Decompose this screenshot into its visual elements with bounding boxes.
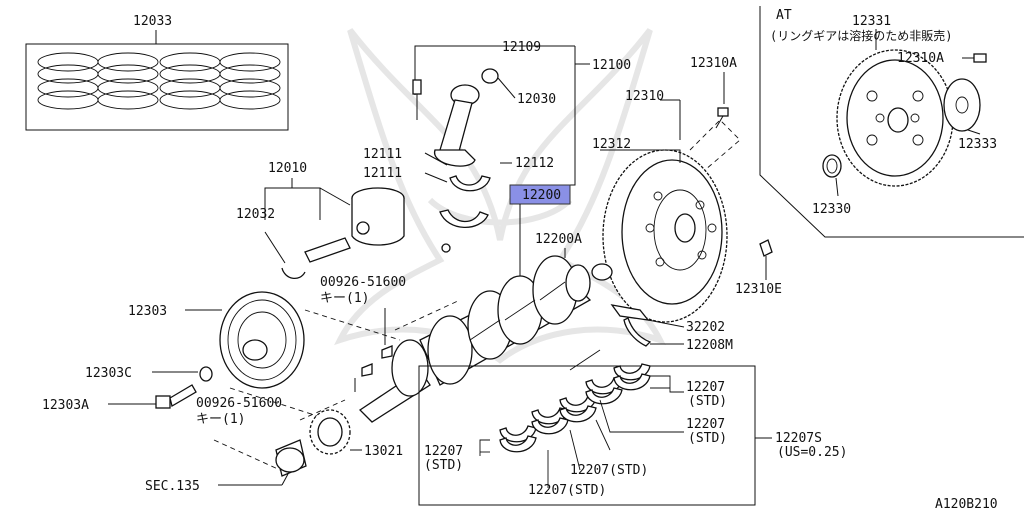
reinforcement-plate-12333[interactable] bbox=[943, 78, 981, 135]
label-at-note: (リングギアは溶接のため非販売) bbox=[770, 28, 952, 43]
assembly-guide-lines bbox=[213, 119, 741, 471]
label-12200[interactable]: 12200 bbox=[522, 188, 561, 203]
label-12109[interactable]: 12109 bbox=[502, 40, 541, 55]
label-us025[interactable]: (US=0.25) bbox=[777, 445, 847, 460]
label-at: AT bbox=[776, 8, 792, 23]
at-section bbox=[759, 6, 1024, 238]
label-12207-1[interactable]: 12207 bbox=[686, 380, 725, 395]
label-12310A-at[interactable]: 12310A bbox=[897, 51, 944, 66]
label-12111-b[interactable]: 12111 bbox=[363, 166, 402, 181]
thrust-washer-12208M[interactable] bbox=[623, 317, 684, 347]
label-std-2[interactable]: (STD) bbox=[688, 431, 727, 446]
label-12111-a[interactable]: 12111 bbox=[363, 147, 402, 162]
label-12310A[interactable]: 12310A bbox=[690, 56, 737, 71]
label-12207-3[interactable]: 12207 bbox=[424, 444, 463, 459]
label-12333[interactable]: 12333 bbox=[958, 137, 997, 152]
crankshaft[interactable] bbox=[358, 255, 592, 423]
label-12303A[interactable]: 12303A bbox=[42, 398, 89, 413]
crank-pulley[interactable] bbox=[185, 291, 305, 389]
label-00926-b[interactable]: 00926-51600 bbox=[196, 396, 282, 411]
label-12208M[interactable]: 12208M bbox=[686, 338, 733, 353]
label-12032[interactable]: 12032 bbox=[236, 207, 275, 222]
label-key-a[interactable]: キー(1) bbox=[320, 291, 369, 306]
label-12303C[interactable]: 12303C bbox=[85, 366, 132, 381]
at-bolt-12310A[interactable] bbox=[962, 53, 987, 63]
piston-ring-set[interactable] bbox=[25, 30, 289, 131]
dowel-pin[interactable] bbox=[759, 239, 773, 280]
main-bearing-set[interactable] bbox=[418, 349, 772, 506]
label-12112[interactable]: 12112 bbox=[515, 156, 554, 171]
label-sec135[interactable]: SEC.135 bbox=[145, 479, 200, 494]
label-00926-a[interactable]: 00926-51600 bbox=[320, 275, 406, 290]
label-12310[interactable]: 12310 bbox=[625, 89, 664, 104]
drive-plate[interactable] bbox=[836, 29, 954, 187]
diagram-code: A120B210 bbox=[935, 497, 998, 511]
timing-sprocket-sec135[interactable] bbox=[218, 439, 307, 486]
label-12303[interactable]: 12303 bbox=[128, 304, 167, 319]
label-12207-2[interactable]: 12207 bbox=[686, 417, 725, 432]
label-12331[interactable]: 12331 bbox=[852, 14, 891, 29]
connecting-rod-assembly[interactable] bbox=[412, 45, 590, 253]
label-12312[interactable]: 12312 bbox=[592, 137, 631, 152]
spacer-12330[interactable] bbox=[822, 154, 842, 197]
label-12100[interactable]: 12100 bbox=[592, 58, 631, 73]
flywheel-bolt[interactable] bbox=[715, 72, 729, 129]
label-12207-4[interactable]: 12207(STD) bbox=[570, 463, 648, 478]
piston-assembly[interactable] bbox=[264, 178, 405, 279]
label-32202[interactable]: 32202 bbox=[686, 320, 725, 335]
label-std-1[interactable]: (STD) bbox=[688, 394, 727, 409]
label-key-b[interactable]: キー(1) bbox=[196, 412, 245, 427]
label-12033[interactable]: 12033 bbox=[133, 14, 172, 29]
crank-gear[interactable] bbox=[309, 409, 362, 455]
highlight-12200 bbox=[509, 184, 571, 205]
label-13021[interactable]: 13021 bbox=[364, 444, 403, 459]
label-std-3[interactable]: (STD) bbox=[424, 458, 463, 473]
label-12207S[interactable]: 12207S bbox=[775, 431, 822, 446]
label-12030[interactable]: 12030 bbox=[517, 92, 556, 107]
label-12310E[interactable]: 12310E bbox=[735, 282, 782, 297]
pilot-bearing[interactable] bbox=[591, 263, 613, 281]
label-12207-5[interactable]: 12207(STD) bbox=[528, 483, 606, 498]
label-12330[interactable]: 12330 bbox=[812, 202, 851, 217]
flywheel[interactable] bbox=[600, 99, 728, 323]
washer-12303C[interactable] bbox=[152, 366, 213, 382]
label-12200A[interactable]: 12200A bbox=[535, 232, 582, 247]
label-12010[interactable]: 12010 bbox=[268, 161, 307, 176]
oil-seal-32202[interactable] bbox=[610, 304, 685, 328]
woodruff-keys[interactable] bbox=[354, 308, 393, 392]
bolt-12303A[interactable] bbox=[108, 384, 197, 409]
